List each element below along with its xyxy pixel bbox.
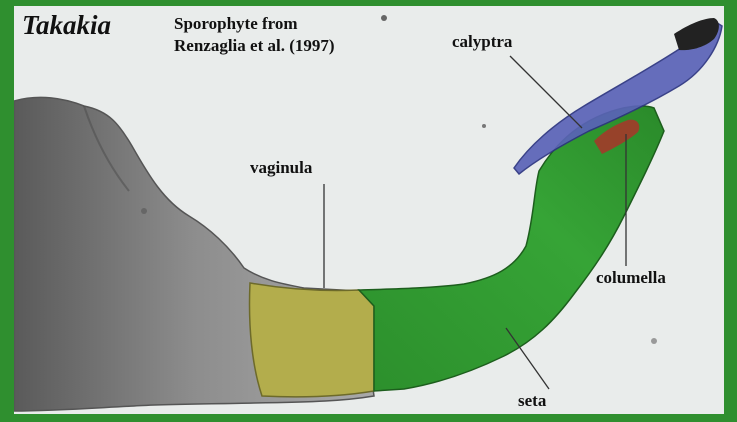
credit-line-1: Sporophyte from xyxy=(174,13,335,35)
micrograph: Takakia Sporophyte from Renzaglia et al.… xyxy=(14,6,724,414)
credit: Sporophyte from Renzaglia et al. (1997) xyxy=(174,13,335,57)
vaginula-region xyxy=(250,283,375,397)
credit-line-2: Renzaglia et al. (1997) xyxy=(174,35,335,57)
label-seta: seta xyxy=(518,391,546,411)
label-calyptra: calyptra xyxy=(452,32,512,52)
sporophyte-illustration xyxy=(14,6,724,414)
label-columella: columella xyxy=(596,268,666,288)
calyptra-leader xyxy=(510,56,582,128)
label-vaginula: vaginula xyxy=(250,158,312,178)
title: Takakia xyxy=(22,10,111,41)
seta-region xyxy=(359,106,664,391)
